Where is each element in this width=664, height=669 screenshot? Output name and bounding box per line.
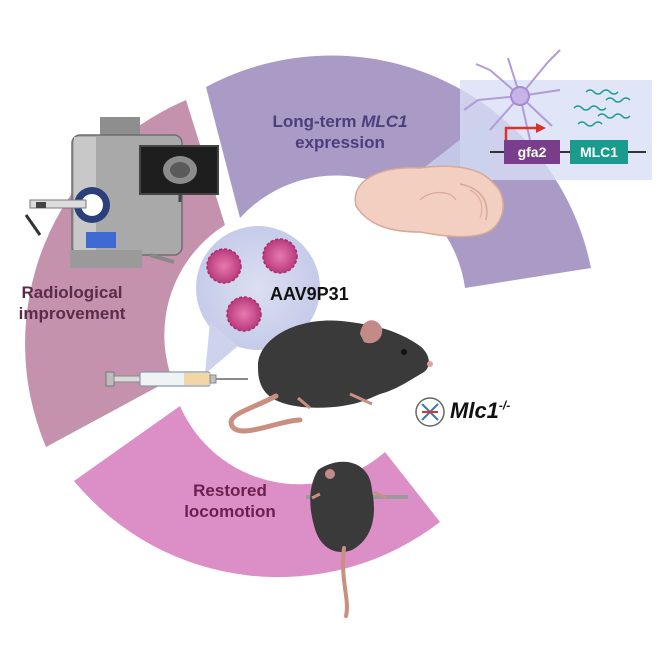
mrna-waves-icon [573, 89, 631, 127]
label-vector: AAV9P31 [270, 284, 349, 304]
label-expression: Long-term MLC1 expression [272, 112, 408, 152]
gene-box: MLC1 [570, 140, 628, 164]
promoter-box: gfa2 [504, 140, 560, 164]
aav-particle-icon [206, 238, 298, 332]
knockout-symbol-icon [415, 397, 445, 427]
label-locomotion: Restored locomotion [184, 481, 276, 521]
label-radiological: Radiological improvement [18, 283, 126, 323]
hanging-mouse-icon [306, 461, 408, 618]
brain-slice-monitor-icon [139, 145, 219, 202]
mouse-icon [228, 320, 433, 434]
syringe-icon [105, 371, 248, 387]
promoter-arrow-icon [504, 126, 538, 140]
label-mouse-model: Mlc1-/- [450, 398, 511, 423]
mouse-brain-icon [354, 165, 504, 238]
astrocyte-icon [463, 49, 561, 141]
construct-panel [460, 80, 652, 180]
